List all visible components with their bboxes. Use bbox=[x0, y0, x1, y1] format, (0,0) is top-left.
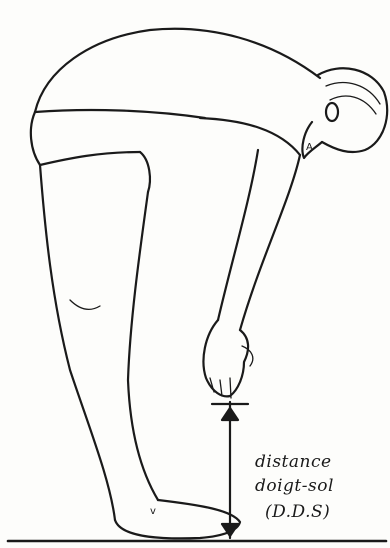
upper-arm-back bbox=[240, 155, 300, 330]
back-leg bbox=[40, 165, 115, 520]
label-v: v bbox=[150, 506, 156, 517]
knee-line bbox=[70, 300, 100, 309]
swimsuit-top bbox=[35, 110, 205, 118]
cap-line bbox=[326, 83, 380, 104]
measurement-top-arrow bbox=[222, 408, 238, 420]
swimsuit-back bbox=[31, 112, 40, 165]
swimsuit-leg-line bbox=[140, 152, 150, 192]
ear bbox=[326, 103, 338, 121]
label-a: A bbox=[306, 142, 313, 153]
front-leg bbox=[128, 192, 158, 500]
foot bbox=[115, 500, 240, 538]
caption-line-2: doigt-sol bbox=[255, 476, 334, 496]
back-outline bbox=[35, 29, 320, 112]
caption-line-1: distance bbox=[255, 452, 332, 472]
swimsuit-bottom bbox=[40, 152, 140, 165]
caption-line-3: (D.D.S) bbox=[265, 502, 330, 522]
head-outline bbox=[318, 68, 387, 152]
hand bbox=[203, 320, 248, 396]
chest-outline bbox=[200, 118, 300, 155]
